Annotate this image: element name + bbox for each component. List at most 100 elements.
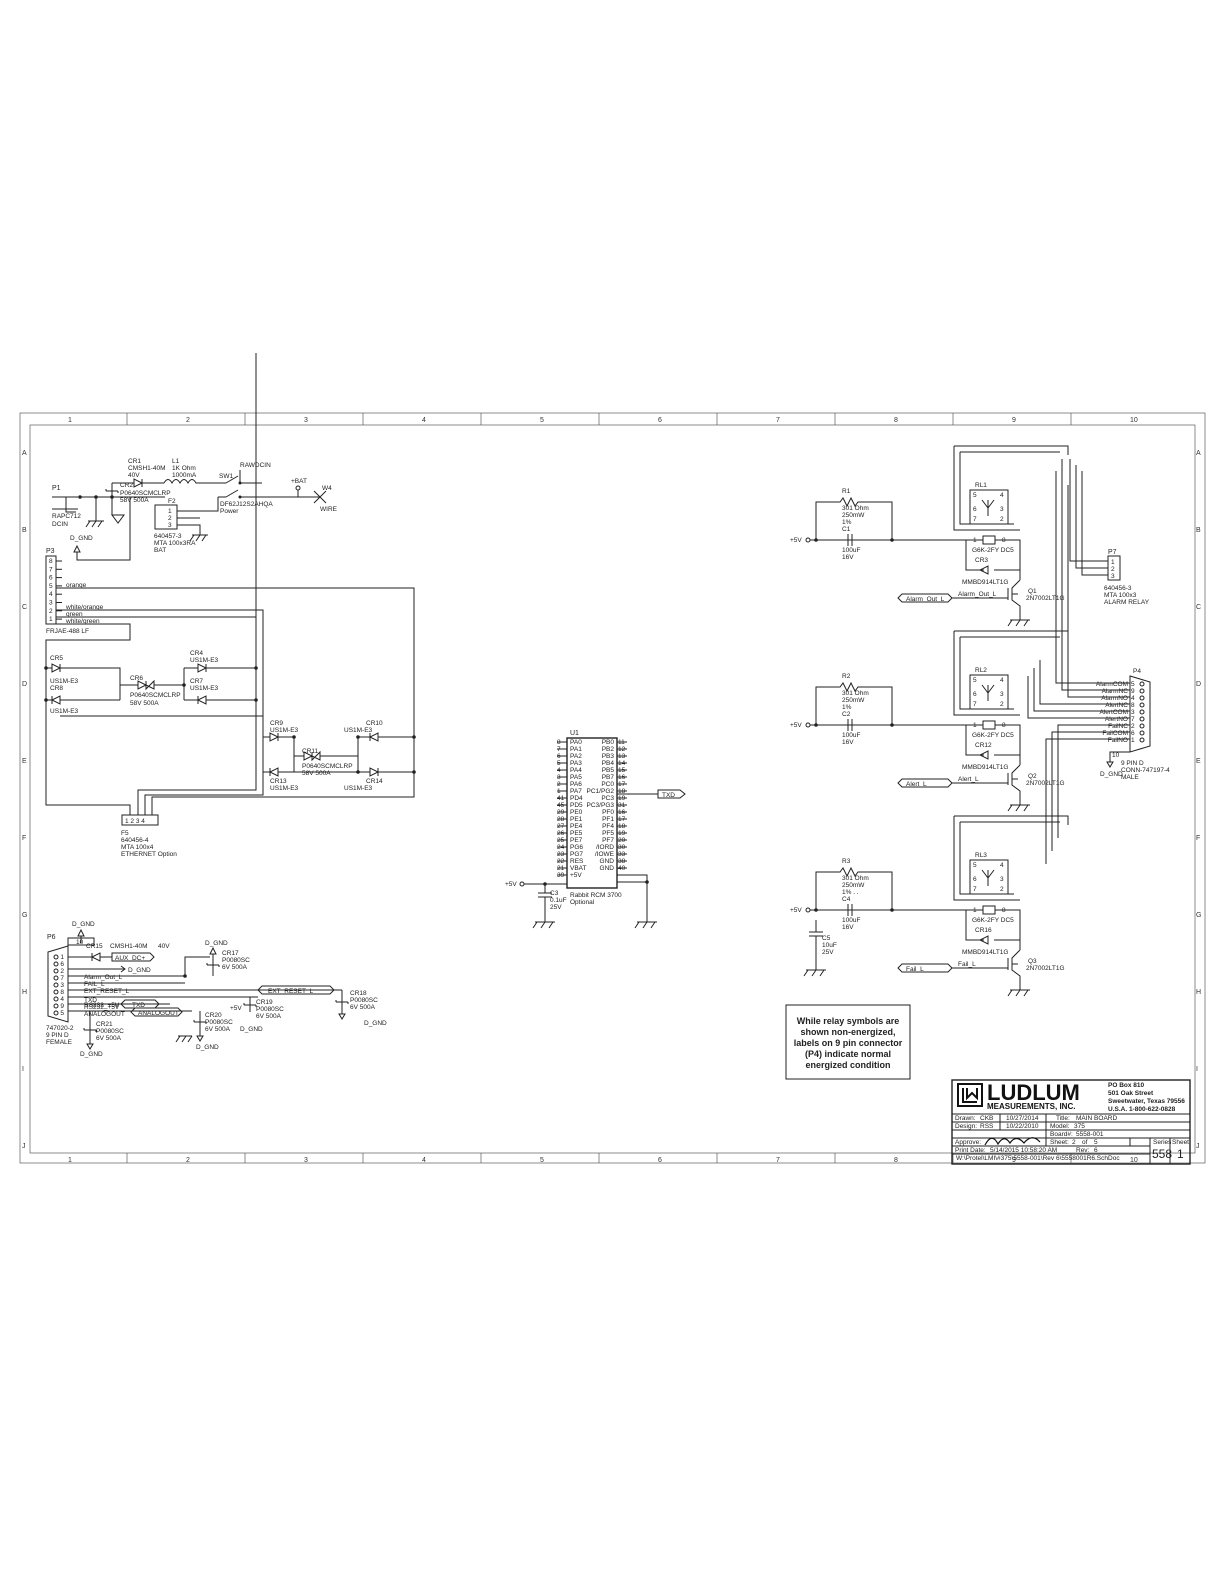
zone-row-right: I [1196,1066,1198,1073]
p6-top-pin [67,937,95,946]
relay-pin: 4 [1000,677,1004,684]
zone-row-left: D [22,681,27,688]
u1-left-pin-num: 24 [557,844,565,851]
f5-pins: 1 2 3 4 [125,818,145,825]
junction [356,735,360,739]
zone-row-left: E [22,758,27,765]
p6-pin-num: 4 [60,996,64,1003]
junction [814,538,818,542]
p6-pin-contact [53,1010,59,1016]
u1-ref: U1 [570,730,579,737]
supply-rail [810,866,966,911]
p6-pin-num: 5 [60,1010,64,1017]
u1-right-pin-name: GND [600,865,615,872]
u1-right-pin-num: 19 [618,830,626,837]
p7-part: 640456-3 [1104,585,1132,592]
cr21-rating: 6V 500A [96,1035,122,1042]
f2-part: 640457-3 [154,533,182,540]
p6-pin-num: 7 [60,975,64,982]
u1-right-pin-name: PB4 [602,760,615,767]
c3-ref: C3 [550,890,559,897]
u1-right-pins: 11PB012PB213PB314PB415PB516PB717PC018PC1… [587,739,627,872]
u1-left-pin-name: PA6 [570,781,582,788]
ext-reset-label: EXT_RESET_L [268,988,314,995]
cr19-tvs [243,997,257,1012]
u1-right-pin-num: 18 [618,788,626,795]
title-label: Title: [1056,1115,1070,1122]
u1-right-pin-name: PB0 [602,739,615,746]
cr6-ref: CR6 [130,675,143,682]
cr18-tvs [335,990,349,1020]
p6-signal-label: FAIL_L [84,981,105,988]
f2-ref: F2 [168,498,176,505]
p4-desc: 9 PIN D [1121,760,1144,767]
p4-pin-name: AlarmNC [1102,688,1129,695]
u1-left-pin-name: PA5 [570,774,582,781]
p4-pin-contact [1139,730,1145,736]
cr15-part: CMSH1-40M [110,943,148,950]
u1-right-pin-name: PF1 [602,816,614,823]
p6-signal-label: ANALOGOUT [84,1011,125,1018]
zone-col-top: 5 [540,417,544,424]
signal-net-label: Alarm_Out_L [958,591,997,598]
cr4-ref: CR4 [190,650,203,657]
p6-pin-num: 1 [60,954,64,961]
u1-left-pin-num: 45 [557,802,565,809]
resistor-tolerance: 1% [842,704,852,711]
p6-pin-contact [53,996,59,1002]
fet-ref: Q1 [1028,588,1037,595]
signal-net-label: Alert_L [958,776,979,783]
cr6-part: P0640SCMCLRP [130,692,181,699]
relay-coil [982,535,996,545]
relay-coil [982,905,996,915]
p7-connector: P7 1 2 3 640456-3 MTA 100x3 ALARM RELAY [1104,549,1150,606]
u1-right-pin-num: 14 [618,760,626,767]
f2-pin: 1 [168,508,172,515]
c3-rating: 25V [550,904,562,911]
p4-pin-contact [1139,709,1145,715]
capacitor [847,534,853,546]
sheet-of: of [1082,1139,1088,1146]
signal-port [897,778,1008,788]
fet-part: 2N7002LT1G [1026,965,1065,972]
u1-left-pin-name: PG6 [570,844,583,851]
u1-left-pin-num: 2 [557,781,561,788]
fet [1007,579,1030,627]
wire-white-orange: white/orange [65,604,104,611]
p6-pin-contact [53,975,59,981]
series-label: Series [1153,1139,1172,1146]
p4-pin-name: FailNC [1108,723,1128,730]
cr11-part: P0640SCMCLRP [302,763,353,770]
cr2-ref: CR2 [120,482,133,489]
u1-right-pin-num: 18 [618,823,626,830]
f5-ref: F5 [121,830,129,837]
f2-pin: 3 [168,522,172,529]
diode-part: MMBD914LT1G [962,949,1008,956]
f2-connector [154,504,178,530]
cr4-part: US1M-E3 [190,657,219,664]
p4-pin-name: AlarmCOM [1096,681,1128,688]
relay-frame [953,630,1069,716]
auxdc-port [111,952,155,962]
txd-label: TXD [662,792,675,799]
relay-output-wiring [1027,459,1130,864]
resistor-power: 250mW [842,697,865,704]
bridge-diodes [262,732,414,777]
u1-right-pin-num: 16 [618,809,626,816]
p4-pin-contact [1139,702,1145,708]
p6-pin-contact [53,954,59,960]
u1-right-pin-num: 38 [618,858,626,865]
junction [183,974,187,978]
relay-part: G6K-2FY DC5 [972,732,1014,739]
cr5-ref: CR5 [50,655,63,662]
u1-left-pin-num: 23 [557,851,565,858]
u1-left-pin-num: 39 [557,872,565,879]
p4-extra-pin: 10 [1112,752,1120,759]
p1-body [52,496,78,513]
u1-left-pin-name: PA7 [570,788,582,795]
p6-pin-num: 3 [60,982,64,989]
f2-pin: 2 [168,515,172,522]
u1-left-pin-num: 1 [557,788,561,795]
p3-pin-1: 1 [49,616,53,623]
zone-col-top: 10 [1130,417,1138,424]
